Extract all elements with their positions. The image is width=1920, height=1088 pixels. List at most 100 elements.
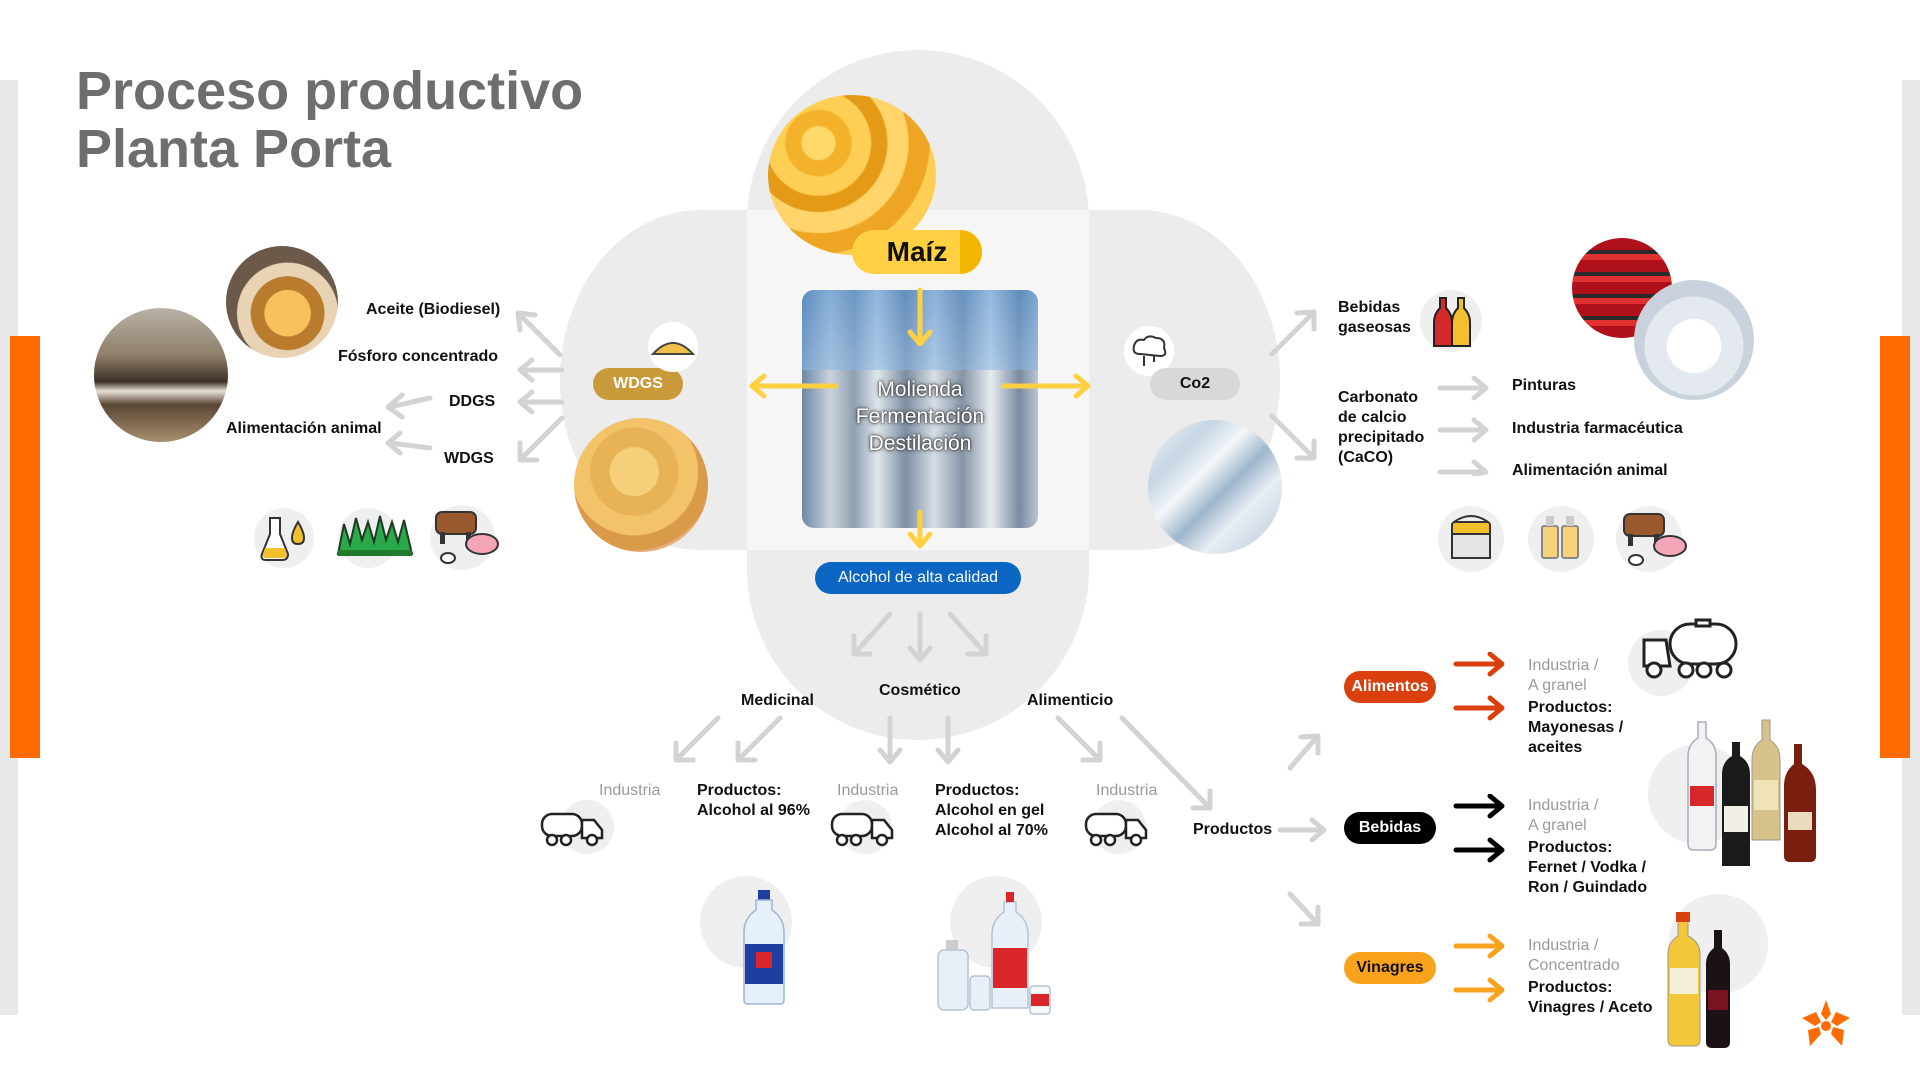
label-industria-farmaceutica: Industria farmacéutica [1512,420,1683,437]
right-accent-bar [1880,336,1910,758]
bebidas-industria-line2: A granel [1528,817,1587,834]
page-title-line1: Proceso productivo [76,61,584,121]
soda-bottles-icon [1433,297,1471,347]
label-vinagres-industria: Industria / Concentrado [1528,936,1620,976]
process-step-destilacion: Destilación [868,432,972,455]
spirits-bottles-image [1687,719,1816,866]
label-alcohol-96: Alcohol al 96% [697,802,810,819]
co2-badge-label: Co2 [1179,375,1211,392]
livestock-icon [435,511,499,564]
alimentos-productos-line2: aceites [1528,739,1583,756]
bebidas-industria-line1: Industria / [1528,797,1599,814]
label-alimentos-productos: Productos: Mayonesas / aceites [1528,698,1623,758]
label-industria-medicinal: Industria [599,782,661,799]
right-edge-bar [1902,80,1920,1015]
alimentos-badge-label: Alimentos [1351,678,1429,695]
alcohol-badge: Alcohol de alta calidad [815,562,1021,594]
label-alcohol-gel: Alcohol en gel [935,802,1045,819]
alcohol-96-bottle-image [743,890,785,1005]
label-bebidas-industria: Industria / A granel [1528,796,1598,836]
label-vinagres-productos: Productos: Vinagres / Aceto [1528,978,1653,1018]
label-wdgs: WDGS [444,450,494,467]
bebidas-badge: Bebidas [1344,812,1436,844]
productos-fanout-arrows [1277,733,1327,927]
alcohol-branch-arrows [851,611,989,663]
label-fosforo: Fósforo concentrado [338,348,499,365]
label-alimentacion-animal-right: Alimentación animal [1512,462,1668,479]
grain-pile-icon [650,342,696,355]
label-aceite-biodiesel: Aceite (Biodiesel) [366,301,501,318]
label-alcohol-70: Alcohol al 70% [935,822,1048,839]
category-sub-arrows [673,715,1213,811]
label-productos-alimenticio: Productos [1193,821,1273,838]
big-tanker-truck-icon [1642,618,1738,679]
label-industria-alimenticio: Industria [1096,782,1158,799]
label-productos-cosmetico: Productos: [935,782,1020,799]
calcium-powder-image [1634,280,1754,400]
oil-flask-icon [260,517,306,561]
process-steps: Molienda Fermentación Destilación [802,376,1038,457]
wdgs-badge-label: WDGS [613,375,663,392]
bebidas-badge-label: Bebidas [1358,819,1422,836]
paint-can-icon [1451,515,1491,559]
co2-gray-arrows [1269,309,1317,461]
process-step-molienda: Molienda [877,378,963,401]
label-alimenticio: Alimenticio [1027,692,1114,709]
label-bebidas-gaseosas: Bebidas gaseosas [1338,299,1411,336]
company-logo-icon [1802,1000,1850,1046]
bebidas-productos-line1: Fernet / Vodka / [1528,859,1646,876]
tanker-truck-icon-medicinal [540,812,604,847]
maiz-badge: Maíz [852,230,982,274]
vinagres-arrows [1453,934,1505,1003]
alcohol-gel-bottles-image [937,892,1051,1015]
alimentos-badge: Alimentos [1344,671,1436,703]
wdgs-badge: WDGS [593,368,683,400]
maiz-label: Maíz [886,236,948,267]
left-accent-bar [10,336,40,758]
vinagres-productos-line1: Vinagres / Aceto [1528,999,1653,1016]
label-ddgs: DDGS [449,393,496,410]
vinagres-productos-label: Productos: [1528,979,1613,996]
cattle-image [94,308,228,442]
plant-interior-image [1148,420,1282,554]
vinagres-badge-label: Vinagres [1356,959,1424,976]
process-step-fermentacion: Fermentación [855,405,985,428]
alcohol-label: Alcohol de alta calidad [837,569,999,586]
wdgs-hands-image [574,418,708,552]
label-pinturas: Pinturas [1512,377,1577,394]
label-bebidas-productos: Productos: Fernet / Vodka / Ron / Guinda… [1528,838,1647,898]
tanker-truck-icon-alimenticio [1084,812,1148,847]
page-title-line2: Planta Porta [76,119,392,179]
vinagres-badge: Vinagres [1344,952,1436,984]
pharma-bottles-icon [1541,516,1579,559]
carbonato-arrows [1437,376,1489,476]
label-alimentos-industria: Industria / A granel [1528,656,1598,696]
process-arrows [749,287,1091,549]
alimentos-industria-line1: Industria / [1528,657,1599,674]
tanker-truck-icon-cosmetico [830,812,894,847]
label-industria-cosmetico: Industria [837,782,899,799]
corn-kernels-image [768,95,936,255]
label-medicinal: Medicinal [741,692,814,709]
page-title: Proceso productivo Planta Porta [76,62,583,178]
label-alimentacion-animal-left: Alimentación animal [226,420,382,437]
bebidas-productos-label: Productos: [1528,839,1613,856]
vinagres-industria-line2: Concentrado [1528,957,1620,974]
alimentos-productos-line1: Mayonesas / [1528,719,1624,736]
left-edge-bar [0,80,18,1015]
alimentos-productos-label: Productos: [1528,699,1613,716]
cloud-icon [1132,335,1167,366]
biodiesel-oil-image [226,246,338,358]
co2-badge: Co2 [1150,368,1240,400]
alimentos-industria-line2: A granel [1528,677,1587,694]
label-carbonato: Carbonato de calcio precipitado (CaCO) [1338,389,1425,466]
left-gray-arrows [385,310,565,463]
bebidas-productos-line2: Ron / Guindado [1528,879,1648,896]
label-cosmetico: Cosmético [879,682,961,699]
livestock-right-icon [1623,513,1687,566]
grass-icon [336,515,414,556]
vinagres-industria-line1: Industria / [1528,937,1599,954]
alimentos-arrows [1453,652,1505,721]
vinegar-bottles-image [1667,912,1730,1048]
label-productos-medicinal: Productos: [697,782,782,799]
